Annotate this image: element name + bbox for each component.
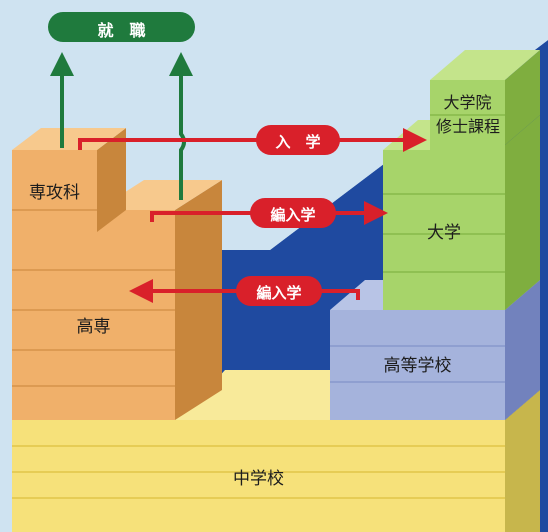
employment-label: 就 職 [97,21,146,40]
high-school-side [505,275,540,420]
junior-high-steps [12,445,505,499]
employment-pill-shape [48,12,195,42]
kosen-side [175,180,222,420]
transfer-arrow-upper [150,198,388,228]
advanced-course-side [97,128,126,232]
university-front [383,150,505,310]
high-school-front [330,310,505,420]
grad-school-label-line2: 修士課程 [435,117,500,136]
grad-school-label-line1: 大学院 [443,93,492,112]
admission-arrow [78,125,427,155]
background-light-area [0,0,548,360]
university-side [505,115,540,310]
kosen-front [12,210,175,420]
grad-school-top [430,50,540,80]
university-label: 大学 [427,223,461,243]
transfer-label-lower: 編入学 [256,284,302,302]
junior-high-front [12,420,505,532]
junior-high-side [505,390,540,532]
transfer-arrow-lower [129,276,360,306]
junior-high-label: 中学校 [233,469,284,489]
advanced-course-top [12,128,126,150]
grad-school-side [505,50,540,145]
high-school-label: 高等学校 [383,356,452,376]
transfer-label-upper: 編入学 [270,206,316,224]
admission-label: 入 学 [275,133,321,151]
advanced-course-front [12,150,97,232]
kosen-label: 高専 [76,317,111,337]
kosen-steps [12,269,175,387]
advanced-course-label: 専攻科 [29,183,80,203]
high-school-steps [330,345,505,383]
university-steps [383,193,505,273]
kosen-top [97,180,222,210]
